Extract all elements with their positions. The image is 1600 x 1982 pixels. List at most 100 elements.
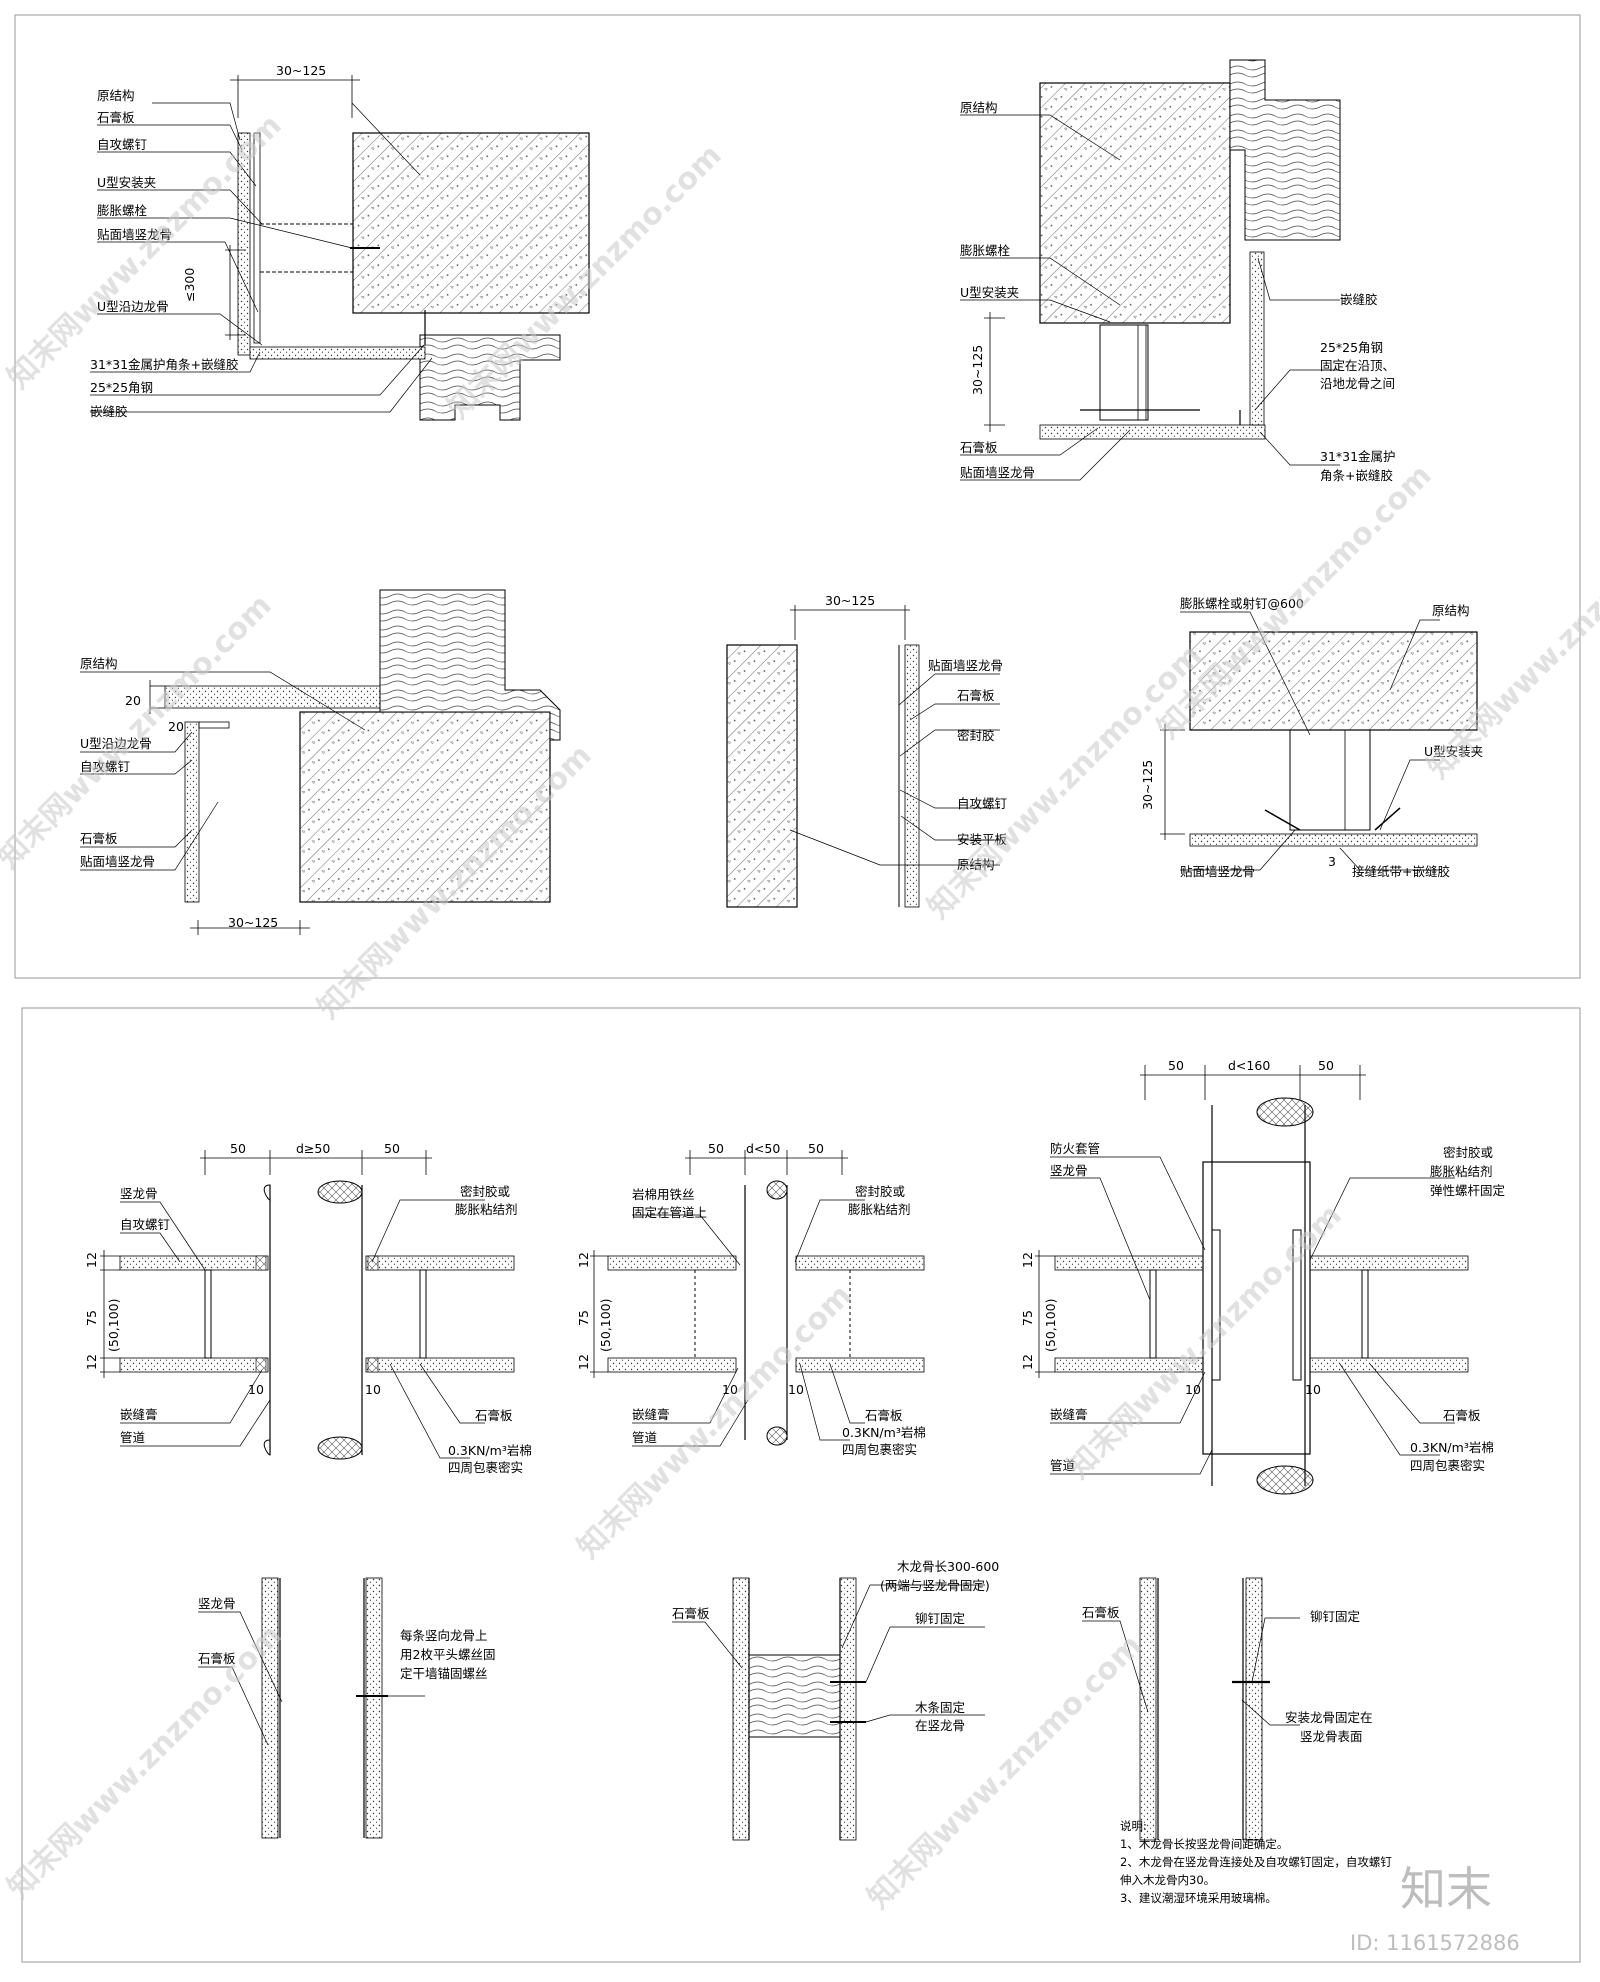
d6-dim-10b: 10: [365, 1382, 381, 1397]
detail-3: 20 20 30~125 原结构 U型沿边龙骨 自攻螺钉 石膏板 贴面墙竖龙骨: [80, 589, 561, 935]
d7-dim-50a: 50: [708, 1141, 724, 1156]
notes-1: 1、木龙骨长按竖龙骨间距确定。: [1120, 1837, 1288, 1851]
d3-lbl-orig: 原结构: [80, 656, 118, 671]
d8-lbl-elastic: 弹性螺杆固定: [1430, 1183, 1505, 1198]
d2-lbl-corner-a: 31*31金属护: [1320, 449, 1396, 464]
d1-lbl-corner: 31*31金属护角条+嵌缝胶: [90, 357, 239, 372]
d3-dim-20b: 20: [168, 719, 184, 734]
d7-dim-12b: 12: [576, 1354, 591, 1370]
d7-lbl-caulk: 嵌缝膏: [632, 1407, 670, 1422]
d8-lbl-seal-b: 膨胀粘结剂: [1430, 1164, 1493, 1179]
d4-lbl-plate: 安装平板: [957, 832, 1008, 847]
watermark-11: 知末网www.znzmo.com: [861, 1628, 1149, 1916]
d3-lbl-stud: 贴面墙竖龙骨: [80, 854, 155, 869]
d10-lbl-rivet: 铆钉固定: [915, 1611, 965, 1626]
d7-lbl-wire-b: 固定在管道上: [632, 1205, 707, 1220]
d5-lbl-bolt: 膨胀螺栓或射钉@600: [1180, 596, 1304, 611]
d4-lbl-orig: 原结构: [957, 857, 995, 872]
d8-dim-d: d<160: [1228, 1058, 1270, 1073]
d11-lbl-gypsum: 石膏板: [1082, 1605, 1120, 1620]
d3-dim-bottom: 30~125: [228, 915, 278, 930]
d5-dim-v: 30~125: [1140, 760, 1155, 810]
d8-lbl-wool-a: 0.3KN/m³岩棉: [1410, 1440, 1494, 1455]
detail-4: 30~125 贴面墙竖龙骨 石膏板 密封胶 自攻螺钉 安装平板 原结构: [726, 593, 1008, 908]
d6-lbl-pipe: 管道: [120, 1430, 146, 1445]
watermark-9: 知末网www.znzmo.com: [1, 1618, 289, 1906]
d1-lbl-uclip: U型安装夹: [97, 175, 156, 190]
d4-lbl-sealant: 密封胶: [957, 728, 995, 743]
d1-lbl-uedge: U型沿边龙骨: [97, 299, 169, 314]
d2-dim-v: 30~125: [970, 345, 985, 395]
d8-dim-50a: 50: [1168, 1058, 1184, 1073]
d3-lbl-uedge: U型沿边龙骨: [80, 736, 152, 751]
d7-lbl-pipe: 管道: [632, 1430, 658, 1445]
d1-lbl-caulk: 嵌缝胶: [90, 404, 128, 419]
d11-lbl-rivet: 铆钉固定: [1310, 1609, 1360, 1624]
d8-dim-10b: 10: [1305, 1382, 1321, 1397]
d1-lbl-angle: 25*25角钢: [90, 380, 153, 395]
d2-lbl-angle-b: 固定在沿顶、: [1320, 358, 1395, 373]
d11-lbl-keel-a: 安装龙骨固定在: [1285, 1710, 1373, 1725]
d2-lbl-orig: 原结构: [960, 100, 998, 115]
d10-lbl-fix-b: 在竖龙骨: [915, 1718, 965, 1733]
d8-lbl-pipe: 管道: [1050, 1458, 1076, 1473]
detail-5: 30~125 3 膨胀螺栓或射钉@600 原结构 U型安装夹 贴面墙竖龙骨 接缝…: [1140, 596, 1483, 879]
detail-7: 50 d<50 50 12 75 (50,100) 12 10 10 岩棉用铁丝…: [576, 1141, 926, 1457]
detail-10: 石膏板 木龙骨长300-600 (两端与竖龙骨固定) 铆钉固定 木条固定 在竖龙…: [672, 1559, 999, 1841]
d2-lbl-bolt: 膨胀螺栓: [960, 243, 1011, 258]
notes-3: 3、建议潮湿环境采用玻璃棉。: [1120, 1891, 1277, 1905]
d8-dim-50-100: (50,100): [1043, 1299, 1058, 1353]
d7-lbl-wool-a: 0.3KN/m³岩棉: [842, 1425, 926, 1440]
d9-lbl-gypsum: 石膏板: [198, 1651, 236, 1666]
d7-dim-d: d<50: [746, 1141, 780, 1156]
d3-dim-20a: 20: [125, 693, 141, 708]
d5-lbl-tape: 接缝纸带+嵌缝胶: [1352, 864, 1450, 879]
d5-lbl-orig: 原结构: [1432, 603, 1470, 618]
watermark-3: 知末网www.znzmo.com: [0, 588, 279, 876]
d6-dim-12b: 12: [84, 1354, 99, 1370]
d8-dim-75: 75: [1020, 1310, 1035, 1326]
d2-lbl-angle-c: 沿地龙骨之间: [1320, 376, 1395, 391]
d1-dim-top: 30~125: [276, 63, 326, 78]
notes-title: 说明:: [1120, 1819, 1147, 1833]
d8-dim-12a: 12: [1020, 1252, 1035, 1268]
d10-lbl-wood-b: (两端与竖龙骨固定): [880, 1578, 990, 1593]
d6-lbl-gypsum: 石膏板: [475, 1408, 513, 1423]
d6-lbl-screw: 自攻螺钉: [120, 1217, 171, 1232]
d8-lbl-seal-a: 密封胶或: [1443, 1145, 1494, 1160]
d1-lbl-bolt: 膨胀螺栓: [97, 203, 148, 218]
watermark-logo: 知末: [1400, 1862, 1492, 1916]
d5-dim-3: 3: [1328, 854, 1336, 869]
d5-lbl-uclip: U型安装夹: [1424, 744, 1483, 759]
d9-lbl-note-b: 用2枚平头螺丝固: [400, 1647, 495, 1662]
d4-dim-top: 30~125: [825, 593, 875, 608]
d6-dim-75: 75: [84, 1310, 99, 1326]
d1-lbl-screw: 自攻螺钉: [97, 137, 148, 152]
d7-lbl-seal-b: 膨胀粘结剂: [848, 1202, 911, 1217]
notes-block: 说明: 1、木龙骨长按竖龙骨间距确定。 2、木龙骨在竖龙骨连接处及自攻螺钉固定，…: [1120, 1819, 1392, 1905]
d6-lbl-wool-b: 四周包裹密实: [448, 1460, 523, 1475]
d6-lbl-seal-b: 膨胀粘结剂: [455, 1202, 518, 1217]
d2-lbl-gypsum: 石膏板: [960, 440, 998, 455]
detail-1: 30~125 ≤300 原结构 石膏板 自攻螺钉 U型安装夹 膨胀螺栓 贴面墙竖…: [90, 63, 590, 421]
d7-dim-10a: 10: [722, 1382, 738, 1397]
detail-11: 石膏板 铆钉固定 安装龙骨固定在 竖龙骨表面: [1082, 1577, 1373, 1841]
d2-lbl-angle-a: 25*25角钢: [1320, 340, 1383, 355]
d8-lbl-gypsum: 石膏板: [1443, 1408, 1481, 1423]
d4-lbl-stud: 贴面墙竖龙骨: [928, 658, 1003, 673]
notes-2b: 伸入木龙骨内30。: [1120, 1873, 1215, 1887]
d2-lbl-stud: 贴面墙竖龙骨: [960, 465, 1035, 480]
watermark-id: ID: 1161572886: [1350, 1931, 1520, 1955]
d1-lbl-orig: 原结构: [97, 88, 135, 103]
d6-dim-50a: 50: [230, 1141, 246, 1156]
d2-lbl-uclip: U型安装夹: [960, 285, 1019, 300]
d3-lbl-screw: 自攻螺钉: [80, 759, 131, 774]
d4-lbl-screw: 自攻螺钉: [957, 796, 1008, 811]
d8-lbl-wool-b: 四周包裹密实: [1410, 1458, 1485, 1473]
d7-dim-50-100: (50,100): [598, 1299, 613, 1353]
frame-bottom: [21, 1007, 1581, 1963]
watermark-5: 知末网www.znzmo.com: [921, 638, 1209, 926]
d5-lbl-stud: 贴面墙竖龙骨: [1180, 864, 1255, 879]
d9-lbl-note-a: 每条竖向龙骨上: [400, 1628, 488, 1643]
